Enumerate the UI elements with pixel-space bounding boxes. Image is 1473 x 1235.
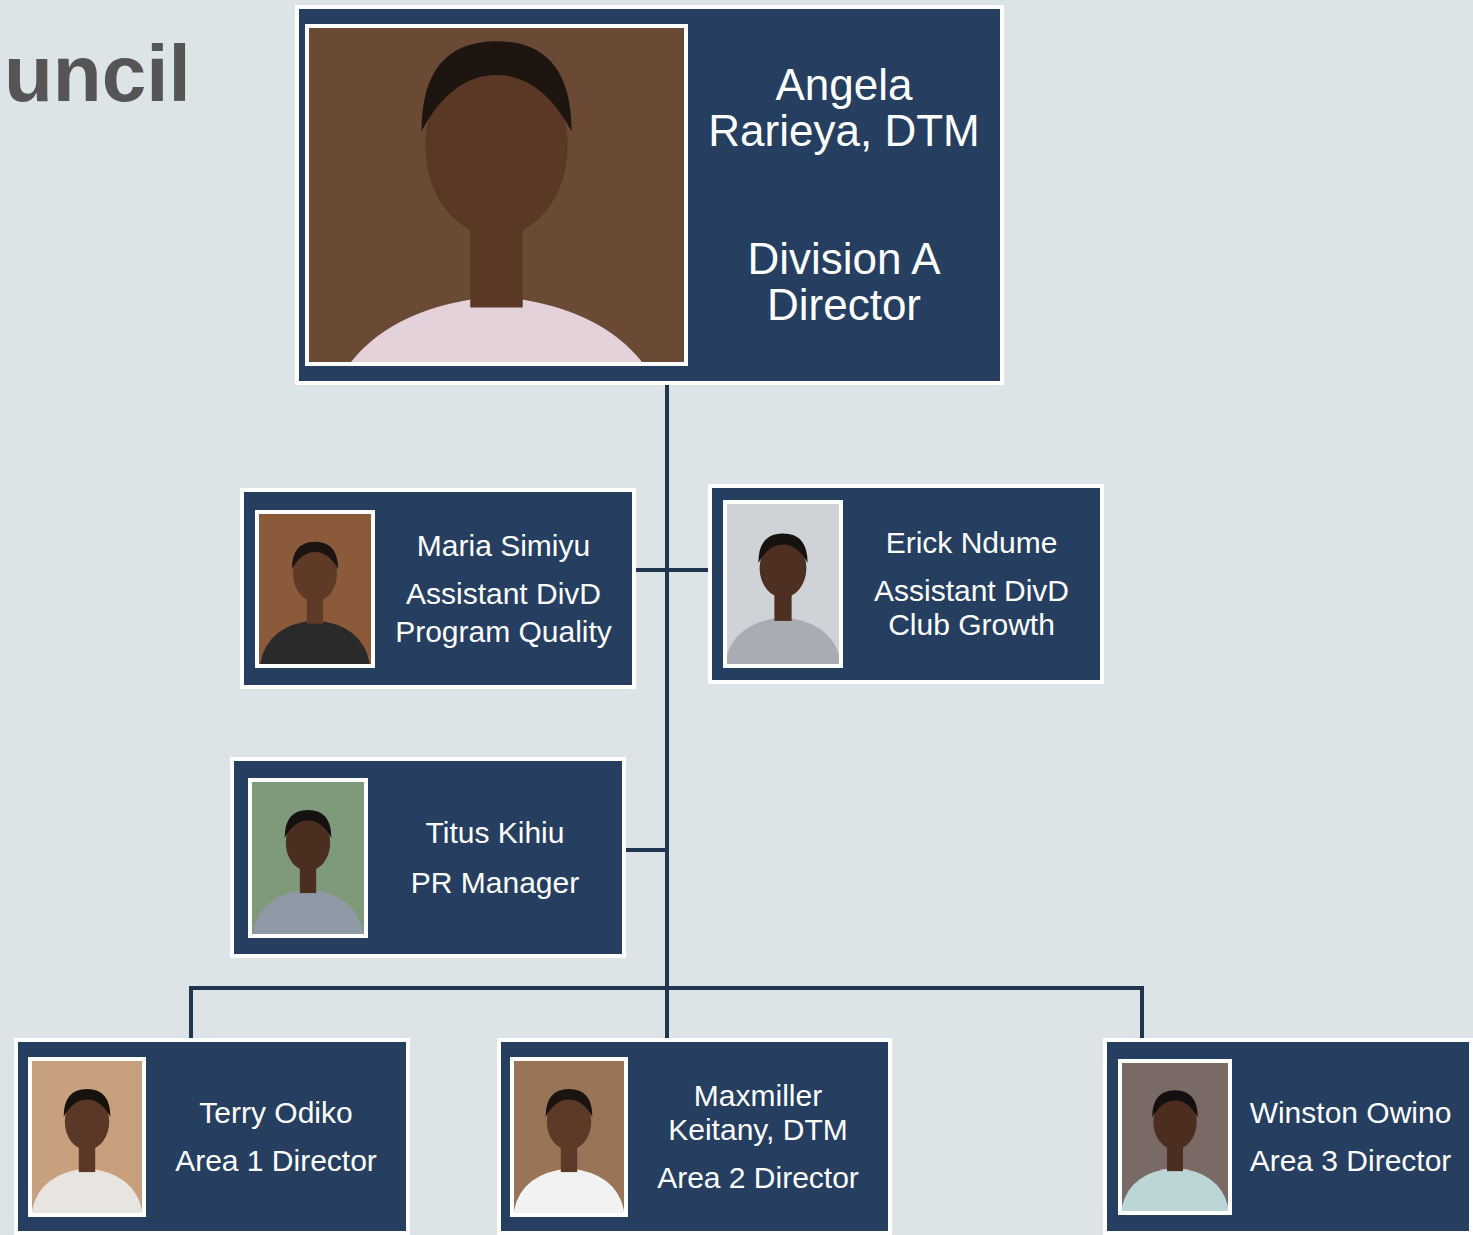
photo-shoulders — [252, 889, 364, 937]
person-box: Maria SimiyuAssistant DivD Program Quali… — [240, 488, 636, 689]
org-connector — [636, 385, 667, 570]
person-name: Terry Odiko — [199, 1093, 352, 1133]
person-name: Angela Rarieya, DTM — [696, 62, 992, 154]
photo-shoulders — [1120, 1167, 1229, 1214]
photo-shoulders — [31, 1168, 143, 1216]
person-box: Maxmiller Keitany, DTM Area 2 Director — [497, 1038, 892, 1235]
portrait-photo — [510, 1057, 628, 1217]
photo-hair — [1152, 1090, 1198, 1117]
text-column: Maria SimiyuAssistant DivD Program Quali… — [375, 527, 632, 651]
person-box: Titus Kihiu PR Manager — [230, 757, 626, 958]
photo-background — [1118, 1059, 1232, 1215]
photo-background — [28, 1057, 146, 1217]
text-column: Titus Kihiu PR Manager — [368, 813, 622, 903]
org-connector — [667, 385, 1142, 1038]
person-name: Winston Owino — [1250, 1093, 1452, 1133]
photo-hair — [422, 41, 572, 131]
portrait-photo — [28, 1057, 146, 1217]
person-box: Erick NdumeAssistant DivD Club Growth — [708, 484, 1104, 684]
photo-hair — [758, 534, 807, 564]
role-title: Division A Director — [696, 236, 992, 328]
person-name: Maxmiller Keitany, DTM — [648, 1079, 868, 1147]
role-title: Area 1 Director — [175, 1141, 377, 1181]
photo-shoulders — [513, 1168, 625, 1216]
text-column: Terry OdikoArea 1 Director — [146, 1093, 406, 1181]
page-title: uncil — [4, 34, 191, 114]
person-box: Angela Rarieya, DTM Division A Director — [295, 5, 1004, 385]
portrait-photo — [723, 500, 843, 668]
person-name: Erick Ndume — [886, 526, 1058, 560]
portrait-photo — [248, 778, 368, 938]
photo-hair — [285, 810, 332, 838]
role-title: Assistant DivD Program Quality — [384, 575, 624, 651]
role-title: Area 2 Director — [657, 1161, 859, 1195]
person-box: Terry OdikoArea 1 Director — [14, 1038, 410, 1235]
person-name: Titus Kihiu — [426, 813, 565, 853]
photo-hair — [292, 541, 338, 569]
text-column: Winston OwinoArea 3 Director — [1232, 1093, 1469, 1181]
org-connector — [191, 385, 667, 1038]
person-box: Winston OwinoArea 3 Director — [1103, 1038, 1473, 1235]
photo-background — [248, 778, 368, 938]
photo-shoulders — [260, 620, 371, 668]
photo-background — [723, 500, 843, 668]
photo-background — [255, 510, 375, 668]
portrait-photo — [1118, 1059, 1232, 1215]
portrait-photo — [305, 24, 688, 366]
photo-hair — [64, 1089, 111, 1117]
photo-shoulders — [724, 617, 842, 668]
role-title: Assistant DivD Club Growth — [852, 574, 1092, 642]
person-name: Maria Simiyu — [417, 527, 590, 565]
role-title: Area 3 Director — [1250, 1141, 1452, 1181]
text-column: Erick NdumeAssistant DivD Club Growth — [843, 526, 1100, 642]
photo-background — [510, 1057, 628, 1217]
photo-background — [305, 24, 688, 366]
portrait-photo — [255, 510, 375, 668]
text-column: Angela Rarieya, DTM Division A Director — [688, 62, 1000, 328]
role-title: PR Manager — [411, 863, 579, 903]
text-column: Maxmiller Keitany, DTM Area 2 Director — [628, 1079, 888, 1195]
org-connector — [667, 385, 708, 570]
photo-hair — [546, 1089, 593, 1117]
